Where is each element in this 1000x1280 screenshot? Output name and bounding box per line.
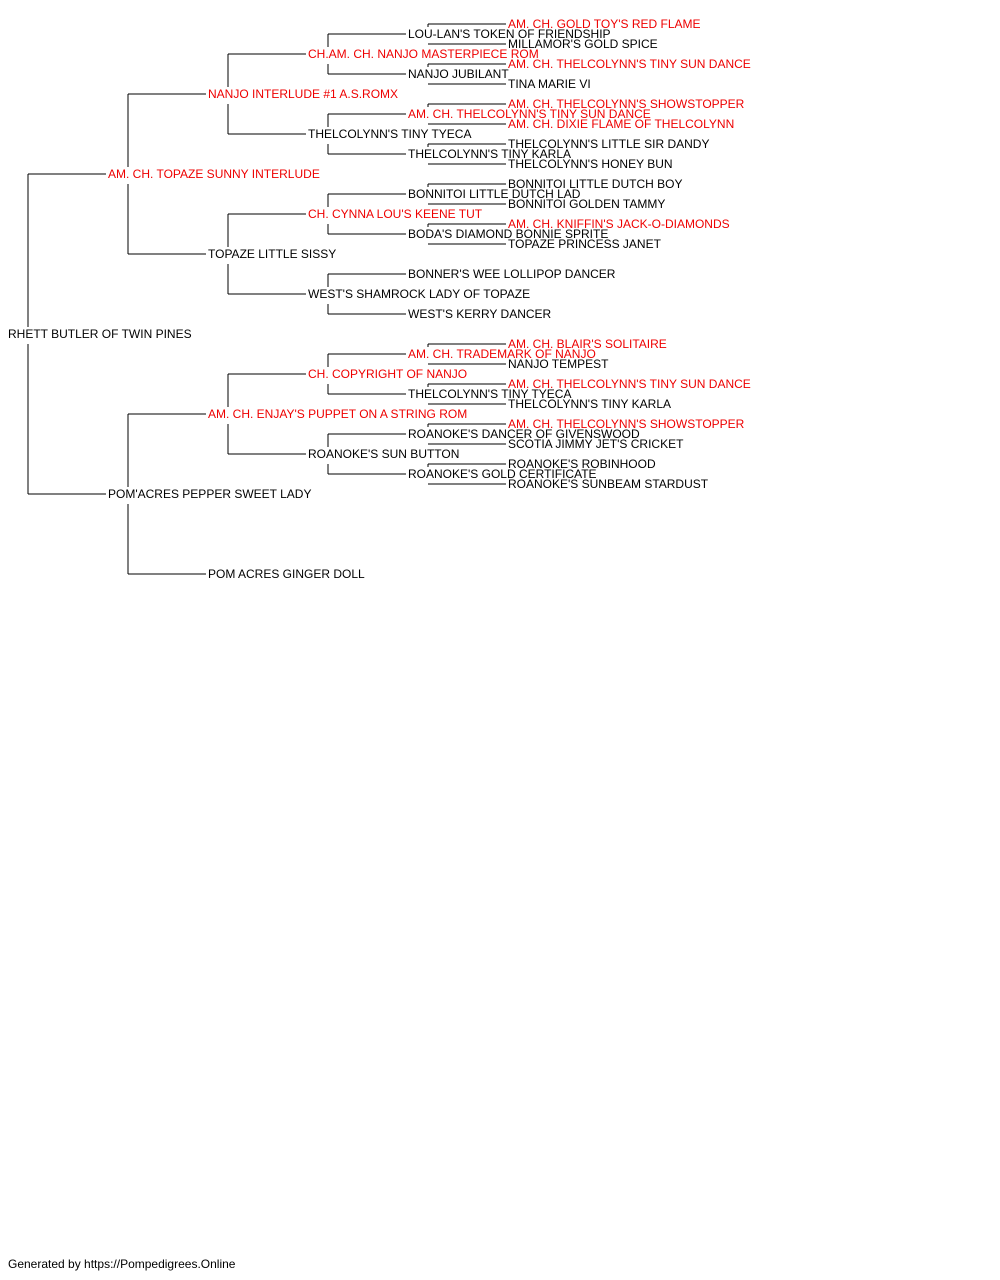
dog-name: THELCOLYNN'S TINY TYECA [308,127,471,141]
dog-name: ROANOKE'S ROBINHOOD [508,457,656,471]
dog-name: NANJO TEMPEST [508,357,609,371]
dog-name: BONNER'S WEE LOLLIPOP DANCER [408,267,616,281]
dog-name: THELCOLYNN'S TINY KARLA [508,397,671,411]
dog-name: CH. CYNNA LOU'S KEENE TUT [308,207,483,221]
dog-name: CH.AM. CH. NANJO MASTERPIECE ROM [308,47,539,61]
dog-name: ROANOKE'S SUNBEAM STARDUST [508,477,709,491]
dog-name: RHETT BUTLER OF TWIN PINES [8,327,192,341]
dog-name: BONNITOI LITTLE DUTCH BOY [508,177,682,191]
dog-name: BONNITOI GOLDEN TAMMY [508,197,665,211]
dog-name: CH. COPYRIGHT OF NANJO [308,367,467,381]
dog-name: AM. CH. ENJAY'S PUPPET ON A STRING ROM [208,407,467,421]
dog-name: AM. CH. DIXIE FLAME OF THELCOLYNN [508,117,734,131]
dog-name: WEST'S KERRY DANCER [408,307,552,321]
dog-name: WEST'S SHAMROCK LADY OF TOPAZE [308,287,530,301]
dog-name: AM. CH. THELCOLYNN'S TINY SUN DANCE [508,57,751,71]
dog-name: BONNITOI LITTLE DUTCH LAD [408,187,581,201]
dog-name: AM. CH. BLAIR'S SOLITAIRE [508,337,667,351]
dog-name: AM. CH. TRADEMARK OF NANJO [408,347,596,361]
dog-name: ROANOKE'S SUN BUTTON [308,447,459,461]
dog-name: LOU-LAN'S TOKEN OF FRIENDSHIP [408,27,611,41]
dog-name: THELCOLYNN'S TINY KARLA [408,147,571,161]
dog-name: MILLAMOR'S GOLD SPICE [508,37,658,51]
dog-name: ROANOKE'S DANCER OF GIVENSWOOD [408,427,640,441]
dog-name: AM. CH. THELCOLYNN'S SHOWSTOPPER [508,97,745,111]
footer-credit: Generated by https://Pompedigrees.Online [8,1257,236,1271]
dog-name: AM. CH. THELCOLYNN'S TINY SUN DANCE [508,377,751,391]
dog-name: POM ACRES GINGER DOLL [208,567,365,581]
dog-name: TOPAZE LITTLE SISSY [208,247,336,261]
dog-name: THELCOLYNN'S TINY TYECA [408,387,571,401]
dog-name: AM. CH. GOLD TOY'S RED FLAME [508,17,701,31]
dog-name: POM'ACRES PEPPER SWEET LADY [108,487,311,501]
dog-name: TOPAZE PRINCESS JANET [508,237,662,251]
dog-name: THELCOLYNN'S LITTLE SIR DANDY [508,137,709,151]
dog-name: NANJO JUBILANT [408,67,509,81]
dog-name: AM. CH. KNIFFIN'S JACK-O-DIAMONDS [508,217,730,231]
dog-name: SCOTIA JIMMY JET'S CRICKET [508,437,684,451]
dog-name: ROANOKE'S GOLD CERTIFICATE [408,467,597,481]
dog-name: TINA MARIE VI [508,77,591,91]
pedigree-tree: RHETT BUTLER OF TWIN PINES AM. CH. TOPAZE… [8,17,751,581]
dog-name: AM. CH. THELCOLYNN'S SHOWSTOPPER [508,417,745,431]
dog-name: AM. CH. TOPAZE SUNNY INTERLUDE [108,167,320,181]
dog-name: THELCOLYNN'S HONEY BUN [508,157,673,171]
dog-name: BODA'S DIAMOND BONNIE SPRITE [408,227,608,241]
dog-name: NANJO INTERLUDE #1 A.S.ROMX [208,87,398,101]
dog-name: AM. CH. THELCOLYNN'S TINY SUN DANCE [408,107,651,121]
